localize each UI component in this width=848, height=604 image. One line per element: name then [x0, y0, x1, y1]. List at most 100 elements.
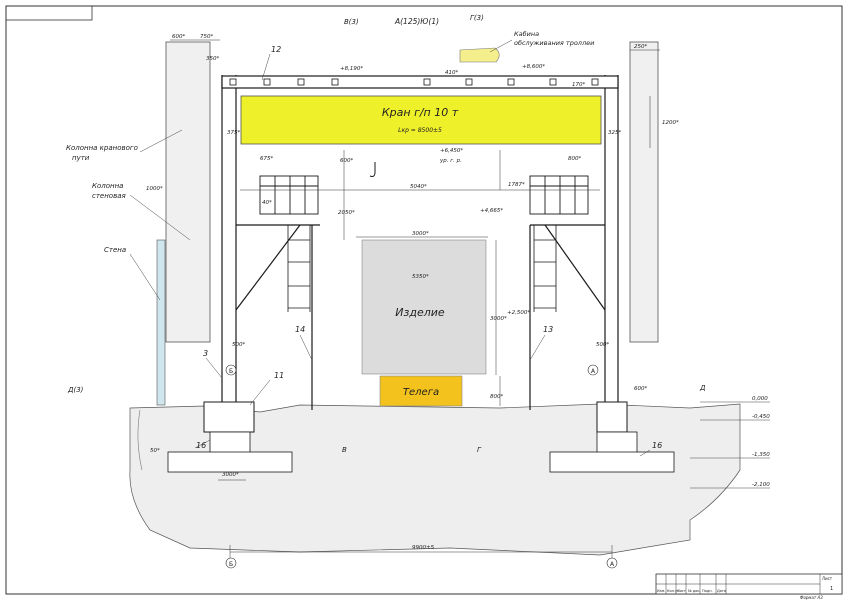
dim-800v: 800*: [490, 394, 503, 400]
dimension-texts: 600* 750* 350* 250* 1000* 675* 600* 800*…: [146, 34, 679, 551]
dim-1000: 1000*: [146, 186, 163, 192]
dim-325: 325*: [608, 130, 621, 136]
dim-800: 800*: [568, 156, 581, 162]
cabin-shape: [459, 47, 500, 63]
base-left-plinth: [209, 431, 251, 455]
top-beam: [221, 75, 619, 89]
hook-icon: [369, 162, 376, 177]
svg-text:№ док.: № док.: [688, 589, 701, 593]
product-label: Изделие: [395, 306, 445, 319]
axis-b-mid: Б: [229, 368, 233, 375]
callout-3: 3: [203, 349, 208, 358]
hook-level-label: ур. г. р.: [439, 158, 462, 164]
dim-170: 170*: [572, 82, 585, 88]
dim-250: 250*: [634, 44, 647, 50]
base-right-plinth: [596, 431, 638, 455]
elevation-leaders: [690, 401, 770, 489]
crane-bridge: [240, 95, 602, 145]
axis-b-bottom: Б: [229, 561, 233, 568]
sheet-number: 1: [830, 586, 833, 592]
leader-lines: [129, 53, 651, 457]
format-label: Формат А3: [800, 595, 823, 600]
dim-350: 350*: [206, 56, 219, 62]
crane-label: Кран г/п 10 т: [382, 106, 459, 119]
callout-12: 12: [271, 45, 281, 54]
dim-3000v: 3000*: [490, 316, 507, 322]
dim-1200: 1200*: [662, 120, 679, 126]
dim-500l: 500*: [232, 342, 245, 348]
callout-14: 14: [295, 325, 305, 334]
ground-fill: [129, 403, 741, 556]
base-left-anchor: [203, 401, 255, 433]
callout-16-left: 16: [196, 441, 206, 450]
dimension-lines: [170, 39, 660, 560]
section-mark-g-top: Г(3): [470, 14, 484, 22]
section-mark-d-left: Д(3): [67, 386, 84, 394]
axis-markers: [225, 364, 618, 569]
svg-text:Кол.уч: Кол.уч: [667, 589, 679, 593]
axis-a-mid: А: [591, 368, 596, 375]
dim-5350: 5350*: [412, 274, 429, 280]
cabin-label-2: обслуживания троллеи: [514, 39, 594, 47]
ladder-right: [533, 225, 557, 312]
dim-375: 375*: [227, 130, 240, 136]
frame-structure: [221, 75, 619, 410]
corner-stamp: [5, 5, 93, 21]
dim-3000f: 3000*: [222, 472, 239, 478]
sheet-frame: [5, 5, 843, 595]
platform-right: [529, 175, 589, 215]
crane-column-label-2: пути: [72, 154, 90, 162]
dim-750: 750*: [200, 34, 213, 40]
crane-column-label-1: Колонна кранового: [66, 144, 138, 152]
crane-span-label: Lкр = 8500±5: [398, 127, 442, 134]
beam-rivets: [229, 78, 599, 86]
elev-8600: +8,600*: [522, 64, 545, 70]
section-mark-v-top: В(3): [344, 18, 359, 26]
cart-label: Телега: [403, 387, 439, 398]
axis-a-bottom: А: [610, 561, 615, 568]
dim-5040: 5040*: [410, 184, 427, 190]
elev-m0450: -0,450: [752, 414, 770, 420]
product-block: [361, 239, 487, 375]
elev-0000: 0,000: [752, 396, 768, 402]
elev-m2100: -2,100: [752, 482, 770, 488]
platform-left: [259, 175, 319, 215]
callout-16-right: 16: [652, 441, 662, 450]
ladder-left: [287, 225, 311, 312]
elev-8190: +8,190*: [340, 66, 363, 72]
dim-675: 675*: [260, 156, 273, 162]
wall-label: Стена: [104, 246, 126, 254]
dim-1787: 1787*: [508, 182, 525, 188]
dim-410: 410*: [445, 70, 458, 76]
elev-2500: +2,500*: [507, 310, 530, 316]
wall-strip: [156, 239, 166, 406]
dim-500r: 500*: [596, 342, 609, 348]
wall-column-label-1: Колонна: [92, 182, 123, 190]
section-mark-g-bottom: Г: [477, 446, 482, 454]
elev-4665: +4,665*: [480, 208, 503, 214]
dim-50: 50*: [150, 448, 160, 454]
svg-text:Лист: Лист: [677, 589, 686, 593]
sheet-label: Лист: [822, 576, 833, 581]
elev-m1350: -1,350: [752, 452, 770, 458]
dim-40: 40*: [262, 200, 272, 206]
base-left-footing: [167, 451, 293, 473]
crane-column-left: [165, 41, 211, 343]
dim-2050: 2050*: [338, 210, 355, 216]
ground-edge: [137, 409, 143, 471]
svg-text:Дата: Дата: [717, 589, 726, 593]
cart-block: [379, 375, 463, 407]
dim-9900: 9900±5: [412, 545, 435, 551]
elevation-texts: +8,190* +8,600* +6,450* ур. г. р. +4,665…: [340, 64, 770, 488]
section-mark-v-bottom: В: [342, 446, 347, 454]
base-right-anchor: [596, 401, 628, 433]
title-block-cols: Изм. Кол.уч Лист № док. Подп. Дата: [657, 589, 726, 593]
svg-text:Подп.: Подп.: [702, 589, 713, 593]
base-right-footing: [549, 451, 675, 473]
cabin-leader: [489, 39, 513, 53]
wall-column-label-2: стеновая: [92, 192, 126, 200]
cabin-label-1: Кабина: [514, 30, 539, 38]
callout-11: 11: [274, 371, 284, 380]
